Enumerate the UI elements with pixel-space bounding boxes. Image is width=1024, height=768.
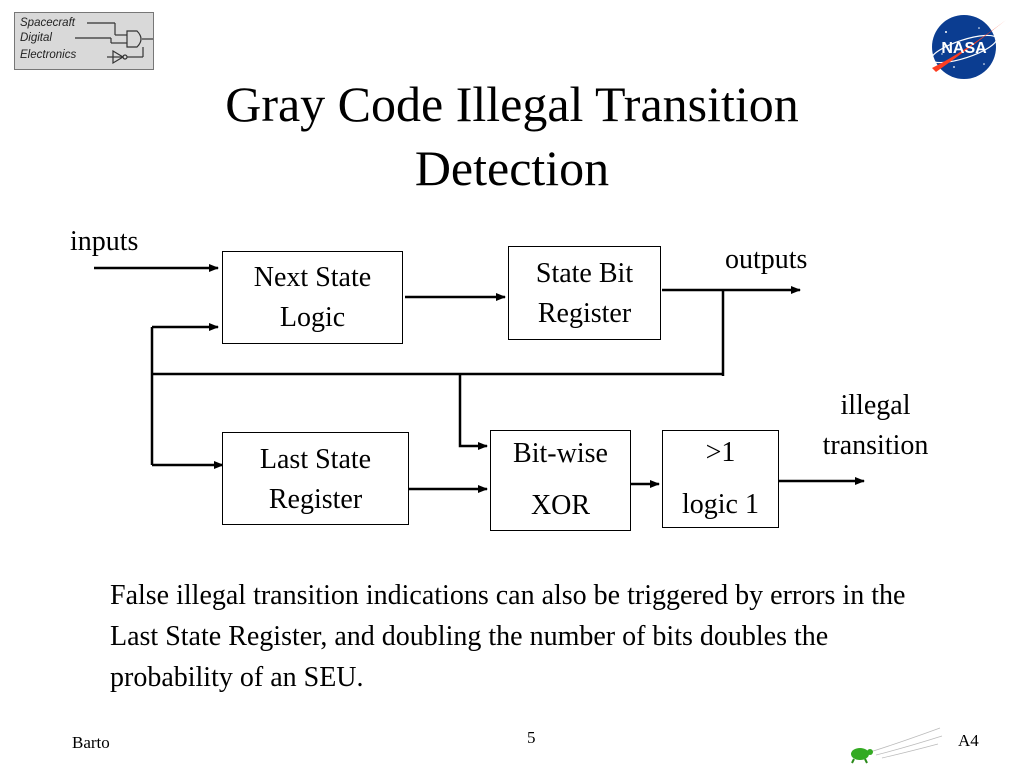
footer-page-number: 5 <box>527 728 536 747</box>
greater-than-one-line-1: >1 <box>705 437 736 468</box>
nasa-logo-icon: NASA <box>930 15 1006 79</box>
footer-code: A4 <box>958 731 979 750</box>
nasa-chevron <box>932 20 1006 72</box>
slide-title-line-1: Gray Code Illegal Transition <box>225 76 799 132</box>
inputs-label: inputs <box>70 226 139 257</box>
bitwise-xor-line-1: Bit-wise <box>513 438 608 469</box>
footer-author: Barto <box>72 733 110 752</box>
last-state-register-line-2: Register <box>268 484 363 515</box>
bitwise-xor-line-2: XOR <box>530 490 591 521</box>
logo-text-spacecraft: Spacecraft <box>20 17 75 29</box>
logic-gates-icon <box>75 22 153 65</box>
state-bit-register-line-2: Register <box>537 298 632 329</box>
illegal-transition-label: illegal transition <box>808 386 943 466</box>
next-state-logic-line-2: Logic <box>279 302 346 333</box>
state-bit-register-block: State Bit Register <box>508 246 661 340</box>
next-state-logic-block: Next State Logic <box>222 251 403 344</box>
illegal-transition-label-line-1: illegal <box>840 390 911 421</box>
slide-title-line-2: Detection <box>414 140 610 196</box>
greater-than-one-block: >1 logic 1 <box>662 430 779 528</box>
last-state-register-block: Last State Register <box>222 432 409 525</box>
body-paragraph: False illegal transition indications can… <box>110 580 906 693</box>
outputs-label: outputs <box>725 244 808 275</box>
illegal-transition-label-line-2: transition <box>822 430 929 461</box>
next-state-logic-line-1: Next State <box>253 262 372 293</box>
spacecraft-digital-electronics-logo: Spacecraft Digital Electronics <box>14 12 154 70</box>
turtle-icon <box>851 727 943 764</box>
last-state-register-line-1: Last State <box>259 444 372 475</box>
logo-text-electronics: Electronics <box>20 49 77 61</box>
state-bit-register-line-1: State Bit <box>535 258 634 289</box>
slide-title: Gray Code Illegal Transition Detection <box>0 72 1024 200</box>
current-state-to-xor-arrow <box>458 374 488 450</box>
nasa-text: NASA <box>941 40 987 57</box>
bitwise-xor-block: Bit-wise XOR <box>490 430 631 531</box>
logo-text-digital: Digital <box>20 32 52 44</box>
greater-than-one-line-2: logic 1 <box>682 489 759 520</box>
